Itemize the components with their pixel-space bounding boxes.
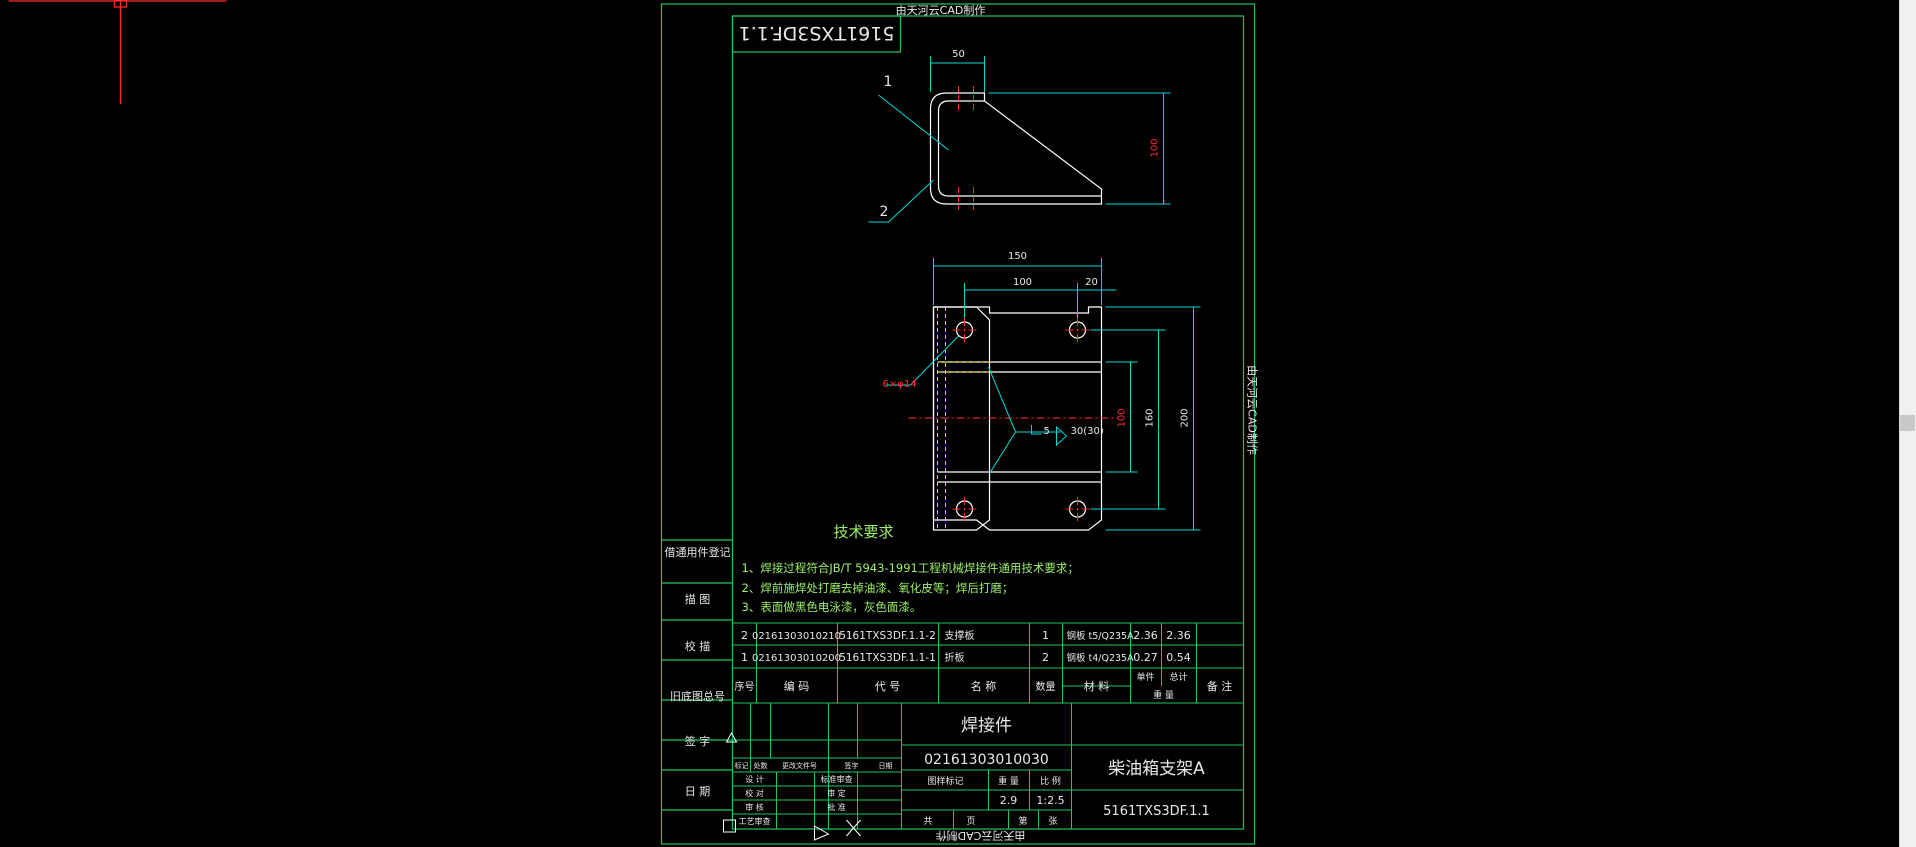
title-label-weight: 重 量 [998, 775, 1019, 787]
drawing-code-mirrored: 5161TXS3DF.1.1 [739, 22, 895, 44]
bom-header-drawing: 代 号 [875, 680, 901, 693]
left-label-borrow: 借通用件登记 [665, 545, 731, 559]
watermark-bottom: 由天河云CAD制作 [936, 829, 1026, 843]
left-label-trace: 描 图 [685, 592, 711, 606]
bom-row-2-drawing: 5161TXS3DF.1.1-2 [839, 630, 936, 642]
tech-requirement-item: 1、焊接过程符合JB/T 5943-1991工程机械焊接件通用技术要求； [742, 561, 1079, 575]
bom-row-1-name: 折板 [945, 651, 965, 664]
rev-header-count: 处数 [754, 761, 768, 770]
vertical-scrollbar[interactable] [1899, 0, 1916, 847]
bom-row-1-total-wt: 0.54 [1166, 651, 1191, 664]
sign-label-review: 审 核 [745, 802, 764, 812]
title-label-scale: 比 例 [1040, 775, 1061, 787]
plan-view-outline [932, 306, 1103, 531]
bom-header-name: 名 称 [971, 679, 997, 693]
title-label-total: 共 [924, 816, 933, 827]
plan-view-dimensions [885, 258, 1201, 531]
title-drawing-no: 5161TXS3DF.1.1 [1103, 804, 1210, 819]
title-part-name: 柴油箱支架A [1108, 759, 1205, 779]
watermark-right: 由天河云CAD制作 [1246, 365, 1260, 455]
title-type: 焊接件 [961, 716, 1012, 736]
scrollbar-thumb[interactable] [1900, 415, 1915, 431]
bom-row-2-code: 02161303010210 [752, 631, 841, 642]
bom-row-2-material: 钢板 t5/Q235A [1067, 630, 1135, 642]
side-view-dimensions [868, 56, 1171, 223]
bom-header-total: 总计 [1169, 671, 1187, 683]
dim-plan-inner: 100 [1117, 408, 1128, 427]
part-label-2: 2 [880, 204, 889, 220]
bom-header-material: 材 料 [1084, 679, 1110, 693]
sign-label-design: 设 计 [745, 774, 764, 784]
bom-row-1-qty: 2 [1042, 651, 1049, 664]
bom-row-1-unit-wt: 0.27 [1133, 651, 1158, 664]
bom-row-1-material: 钢板 t4/Q235A [1067, 652, 1135, 664]
left-label-old-no: 旧底图总号 [670, 689, 725, 703]
drawing-frame [660, 3, 1256, 845]
bom-header-unit: 单件 [1136, 671, 1154, 683]
dim-side-width: 50 [952, 49, 965, 60]
tech-requirement-item: 2、焊前施焊处打磨去掉油漆、氧化皮等；焊后打磨； [742, 581, 1014, 595]
title-weight: 2.9 [1000, 794, 1018, 807]
title-code: 02161303010030 [924, 752, 1049, 768]
left-label-check: 校 描 [685, 639, 711, 653]
rev-header-mark: 标记 [735, 761, 749, 770]
crosshair-cursor [8, 0, 227, 104]
bom-row-2-total-wt: 2.36 [1166, 629, 1191, 642]
bom-row-1-drawing: 5161TXS3DF.1.1-1 [839, 652, 936, 664]
bom-row-1-seq: 1 [741, 651, 748, 664]
bom-header-weight: 重 量 [1153, 689, 1174, 701]
bom-header-code: 编 码 [784, 679, 810, 693]
side-view-outline [929, 92, 1103, 205]
rev-header-sign: 签字 [845, 761, 859, 770]
part-label-1: 1 [884, 74, 893, 90]
bom-header-qty: 数量 [1036, 680, 1056, 693]
bom-row-2-seq: 2 [741, 629, 748, 642]
dim-plan-hole-span: 160 [1145, 408, 1156, 427]
weld-callout-length: 30(30) [1071, 426, 1104, 437]
rev-header-file: 更改文件号 [782, 761, 817, 770]
title-label-sheets: 张 [1049, 816, 1058, 827]
bom-row-2-qty: 1 [1042, 629, 1049, 642]
sign-label-approve: 批 准 [827, 802, 846, 812]
bom-header-seq: 序号 [735, 680, 755, 693]
title-label-sheet: 第 [1019, 815, 1028, 827]
tech-requirement-item: 3、表面做黑色电泳漆，灰色面漆。 [742, 600, 922, 614]
title-scale: 1:2.5 [1036, 794, 1064, 807]
rev-header-date: 日期 [879, 762, 893, 770]
canvas-background [8, 0, 1908, 847]
sign-label-proof: 校 对 [745, 788, 764, 798]
plan-view-hidden [937, 307, 990, 530]
bom-header-remark: 备 注 [1207, 679, 1233, 693]
side-view-centerlines [958, 86, 974, 210]
sign-label-std: 标准审查 [821, 774, 853, 784]
tech-requirements-title: 技术要求 [834, 523, 894, 541]
dim-plan-total-height: 200 [1180, 408, 1191, 427]
dim-side-height: 100 [1150, 138, 1161, 157]
dim-plan-hole-pitch: 100 [1013, 277, 1032, 288]
title-label-stage: 图样标记 [927, 775, 963, 787]
sign-label-verify: 审 定 [827, 788, 846, 798]
bom-row-2-unit-wt: 2.36 [1133, 629, 1158, 642]
bom-grid [732, 622, 1244, 704]
title-label-page: 页 [967, 816, 976, 827]
dim-plan-total-width: 150 [1008, 251, 1027, 262]
sign-label-process: 工艺审查 [739, 816, 771, 826]
left-label-sign: 签 字 [685, 734, 711, 748]
watermark-top: 由天河云CAD制作 [896, 3, 986, 17]
title-block-grid [732, 703, 1244, 829]
hole-callout: 6×φ14 [883, 379, 917, 390]
plan-view-centerlines [908, 318, 1119, 521]
left-label-date: 日 期 [685, 785, 711, 798]
dim-plan-edge: 20 [1085, 277, 1098, 288]
bom-row-2-name: 支撑板 [945, 629, 975, 642]
weld-callout-size: 5 [1044, 426, 1050, 437]
bom-row-1-code: 02161303010200 [752, 653, 841, 664]
snap-marker-icon [723, 731, 861, 841]
